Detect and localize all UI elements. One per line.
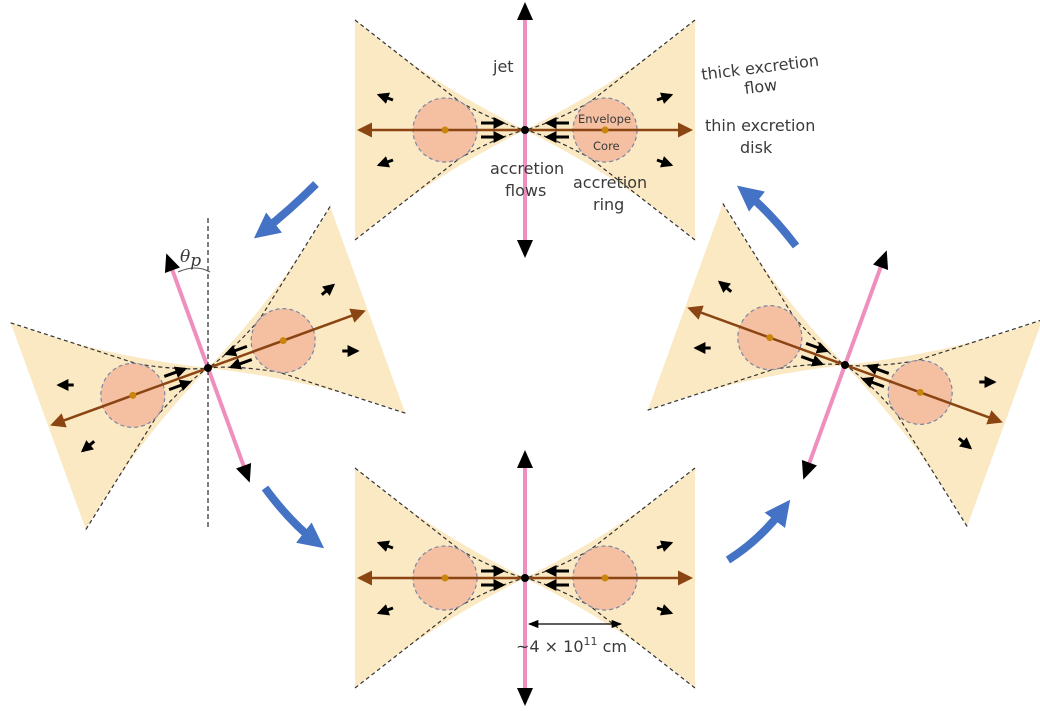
jet-arrow-up [517, 2, 533, 20]
precession-arrow-bottom-right [725, 499, 791, 564]
bowtie-right [647, 203, 1040, 527]
bowtie-top [354, 2, 696, 258]
bowtie-left [10, 206, 406, 530]
jet-arrow-down [517, 240, 533, 258]
label-thin-excretion-1: thin excretion [705, 116, 815, 135]
precession-arrow-top-left [253, 181, 319, 239]
label-thin-excretion-2: disk [740, 138, 773, 157]
label-theta-p: θp [180, 247, 201, 271]
label-accretion-ring-1: accretion [573, 173, 647, 192]
central-object [521, 126, 529, 134]
label-thick-excretion-2: flow [743, 75, 778, 98]
label-accretion-ring-2: ring [593, 195, 624, 214]
core-left [441, 126, 449, 134]
label-jet: jet [492, 57, 514, 76]
theta-angle-arc [177, 267, 211, 273]
label-core: Core [593, 139, 620, 153]
label-accretion-flows-2: flows [505, 181, 546, 200]
label-envelope: Envelope [578, 112, 631, 126]
label-scale: ~4 × 1011 cm [516, 635, 627, 656]
core-right [601, 126, 609, 134]
precession-arrow-top-right [737, 185, 800, 249]
precession-arrow-bottom-left [261, 485, 325, 549]
label-accretion-flows-1: accretion [490, 159, 564, 178]
bowtie-bottom [354, 450, 696, 706]
